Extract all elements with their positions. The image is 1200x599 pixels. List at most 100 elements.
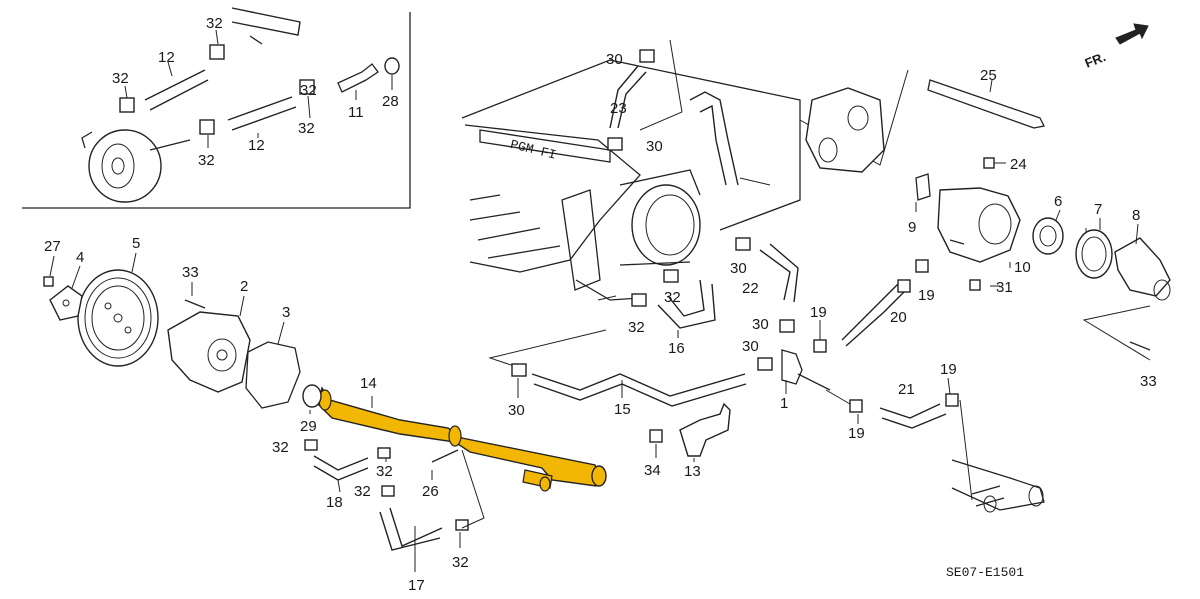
callout-29[interactable]: 29 (300, 418, 317, 435)
rod-25[interactable] (927, 79, 1045, 129)
callout-22[interactable]: 22 (742, 280, 759, 297)
callout-14[interactable]: 14 (360, 375, 377, 392)
callout-3[interactable]: 3 (282, 304, 290, 321)
hose-21[interactable] (879, 403, 947, 429)
clamp-30[interactable] (757, 357, 773, 371)
clamp-32[interactable] (299, 79, 315, 95)
callout-32[interactable]: 32 (206, 15, 223, 32)
clamp-32[interactable] (381, 485, 395, 497)
callout-1[interactable]: 1 (780, 395, 788, 412)
callout-30[interactable]: 30 (730, 260, 747, 277)
callout-32[interactable]: 32 (628, 319, 645, 336)
bolt-27[interactable] (43, 276, 54, 287)
clamp-30[interactable] (735, 237, 751, 251)
valve-11[interactable] (337, 63, 379, 93)
callout-33[interactable]: 33 (1140, 373, 1157, 390)
pulley-flange[interactable] (49, 285, 83, 321)
callout-32[interactable]: 32 (300, 82, 317, 99)
hose-12-upper[interactable] (144, 69, 209, 111)
pump-gasket[interactable] (245, 341, 301, 409)
callout-23[interactable]: 23 (610, 100, 627, 117)
callout-32[interactable]: 32 (272, 439, 289, 456)
callout-30[interactable]: 30 (742, 338, 759, 355)
bolt-34[interactable] (649, 429, 663, 443)
callout-31[interactable]: 31 (996, 279, 1013, 296)
clamp-32[interactable] (455, 519, 469, 531)
bolt-26[interactable] (431, 449, 459, 463)
washer-28[interactable] (384, 57, 400, 75)
water-pump-pulley[interactable] (77, 269, 159, 367)
callout-30[interactable]: 30 (508, 402, 525, 419)
clamp-32[interactable] (199, 119, 215, 135)
clamp-19[interactable] (915, 259, 929, 273)
callout-5[interactable]: 5 (132, 235, 140, 252)
callout-19[interactable]: 19 (810, 304, 827, 321)
thermostat[interactable] (1032, 217, 1064, 255)
callout-32[interactable]: 32 (664, 289, 681, 306)
callout-30[interactable]: 30 (646, 138, 663, 155)
idler-pulley[interactable] (88, 129, 162, 203)
clamp-32[interactable] (663, 269, 679, 283)
connector-1[interactable] (781, 349, 803, 385)
callout-19[interactable]: 19 (918, 287, 935, 304)
callout-30[interactable]: 30 (606, 51, 623, 68)
callout-4[interactable]: 4 (76, 249, 84, 266)
callout-21[interactable]: 21 (898, 381, 915, 398)
hose-12-lower[interactable] (227, 96, 297, 131)
callout-16[interactable]: 16 (668, 340, 685, 357)
callout-12[interactable]: 12 (248, 137, 265, 154)
callout-9[interactable]: 9 (908, 219, 916, 236)
upper-housing[interactable] (805, 87, 885, 173)
o-ring-29[interactable] (302, 384, 322, 408)
clamp-32[interactable] (377, 447, 391, 459)
clamp-32[interactable] (209, 44, 225, 60)
thermostat-cover[interactable] (1114, 237, 1171, 297)
callout-19[interactable]: 19 (848, 425, 865, 442)
callout-33[interactable]: 33 (182, 264, 199, 281)
clamp-30[interactable] (511, 363, 527, 377)
bracket-13[interactable] (679, 402, 731, 457)
callout-18[interactable]: 18 (326, 494, 343, 511)
hose-20[interactable] (841, 281, 907, 347)
callout-28[interactable]: 28 (382, 93, 399, 110)
callout-32[interactable]: 32 (354, 483, 371, 500)
clamp-19[interactable] (813, 339, 827, 353)
callout-25[interactable]: 25 (980, 67, 997, 84)
clamp-30[interactable] (779, 319, 795, 333)
water-pipe-14[interactable] (317, 386, 607, 492)
callout-2[interactable]: 2 (240, 278, 248, 295)
callout-27[interactable]: 27 (44, 238, 61, 255)
callout-32[interactable]: 32 (298, 120, 315, 137)
callout-8[interactable]: 8 (1132, 207, 1140, 224)
callout-13[interactable]: 13 (684, 463, 701, 480)
callout-32[interactable]: 32 (198, 152, 215, 169)
bolt-33[interactable] (184, 299, 206, 309)
clamp-30[interactable] (639, 49, 655, 63)
callout-15[interactable]: 15 (614, 401, 631, 418)
water-pump[interactable] (167, 311, 251, 393)
bolt-31[interactable] (969, 279, 981, 291)
clamp-32[interactable] (304, 439, 318, 451)
hose-17[interactable] (379, 507, 443, 551)
callout-32[interactable]: 32 (112, 70, 129, 87)
callout-20[interactable]: 20 (890, 309, 907, 326)
callout-11[interactable]: 11 (348, 104, 364, 121)
hose-16[interactable] (657, 279, 716, 329)
clamp-19[interactable] (897, 279, 911, 293)
callout-24[interactable]: 24 (1010, 156, 1027, 173)
sensor-24[interactable] (983, 157, 995, 169)
callout-30[interactable]: 30 (752, 316, 769, 333)
callout-19[interactable]: 19 (940, 361, 957, 378)
clamp-19[interactable] (945, 393, 959, 407)
gasket-9[interactable] (915, 173, 931, 201)
clamp-32[interactable] (631, 293, 647, 307)
clamp-19[interactable] (849, 399, 863, 413)
clamp-30[interactable] (607, 137, 623, 151)
callout-10[interactable]: 10 (1014, 259, 1031, 276)
callout-6[interactable]: 6 (1054, 193, 1062, 210)
callout-34[interactable]: 34 (644, 462, 661, 479)
callout-32[interactable]: 32 (452, 554, 469, 571)
callout-17[interactable]: 17 (408, 577, 425, 594)
bolt-33[interactable] (1129, 341, 1151, 351)
throttle-body[interactable] (631, 184, 701, 266)
